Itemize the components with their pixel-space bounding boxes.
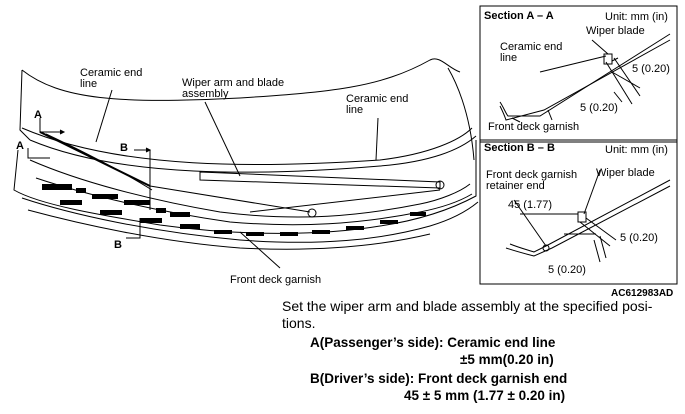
section-a-wiper-blade-label: Wiper blade — [586, 25, 645, 37]
spec-b-line-2: 45 ± 5 mm (1.77 ± 0.20 in) — [404, 388, 566, 403]
section-b-dim-45: 45 (1.77) — [508, 199, 553, 211]
front-deck-garnish-label: Front deck garnish — [230, 274, 322, 286]
section-a-box — [479, 5, 678, 143]
marker-b-top: B — [120, 142, 128, 154]
instruction-line-1: Set the wiper arm and blade assembly at … — [282, 298, 653, 314]
section-b-wiper-blade-label: Wiper blade — [596, 167, 655, 179]
spec-a-line-2: ±5 mm(0.20 in) — [460, 352, 554, 367]
instruction-line-2: tions. — [282, 315, 316, 331]
section-b-title: Section B – B — [484, 142, 555, 154]
marker-a-top: A — [34, 109, 42, 121]
section-a-title: Section A – A — [484, 10, 554, 22]
section-a-dim-right: 5 (0.20) — [632, 63, 670, 75]
section-b-unit: Unit: mm (in) — [605, 144, 668, 156]
wiper-installation-figure: Ceramic end line Wiper arm and blade ass… — [13, 5, 678, 299]
instruction-text: Set the wiper arm and blade assembly at … — [282, 298, 682, 332]
spec-a-line-1: A(Passenger’s side): Ceramic end line — [310, 335, 556, 350]
section-b-retainer-label-2: retainer end — [486, 180, 545, 192]
marker-a-bottom: A — [16, 140, 24, 152]
section-a-ceramic-label: Ceramic end — [500, 41, 563, 53]
section-b-retainer-label: Front deck garnish — [486, 169, 578, 181]
ceramic-end-line-label-left: Ceramic end — [80, 67, 143, 79]
wiper-diagram — [13, 5, 678, 285]
section-a-front-deck-label: Front deck garnish — [488, 121, 580, 133]
ceramic-end-line-label-left-2: line — [80, 78, 98, 90]
section-a-unit: Unit: mm (in) — [605, 11, 668, 23]
figure-code: AC612983AD — [611, 288, 674, 299]
section-b-dim-right: 5 (0.20) — [620, 232, 658, 244]
spec-b-line-1: B(Driver’s side): Front deck garnish end — [310, 371, 568, 386]
ceramic-end-line-label-right-2: line — [346, 104, 364, 116]
marker-b-bottom: B — [114, 239, 122, 251]
section-a-dim-bottom: 5 (0.20) — [580, 102, 618, 114]
section-b-dim-bottom: 5 (0.20) — [548, 264, 586, 276]
section-a-ceramic-label-2: line — [500, 52, 518, 64]
wiper-arm-label-2: assembly — [182, 88, 229, 100]
section-b-box — [479, 139, 678, 285]
wiper-arm-label: Wiper arm and blade — [182, 77, 285, 89]
ceramic-end-line-label-right: Ceramic end — [346, 93, 409, 105]
